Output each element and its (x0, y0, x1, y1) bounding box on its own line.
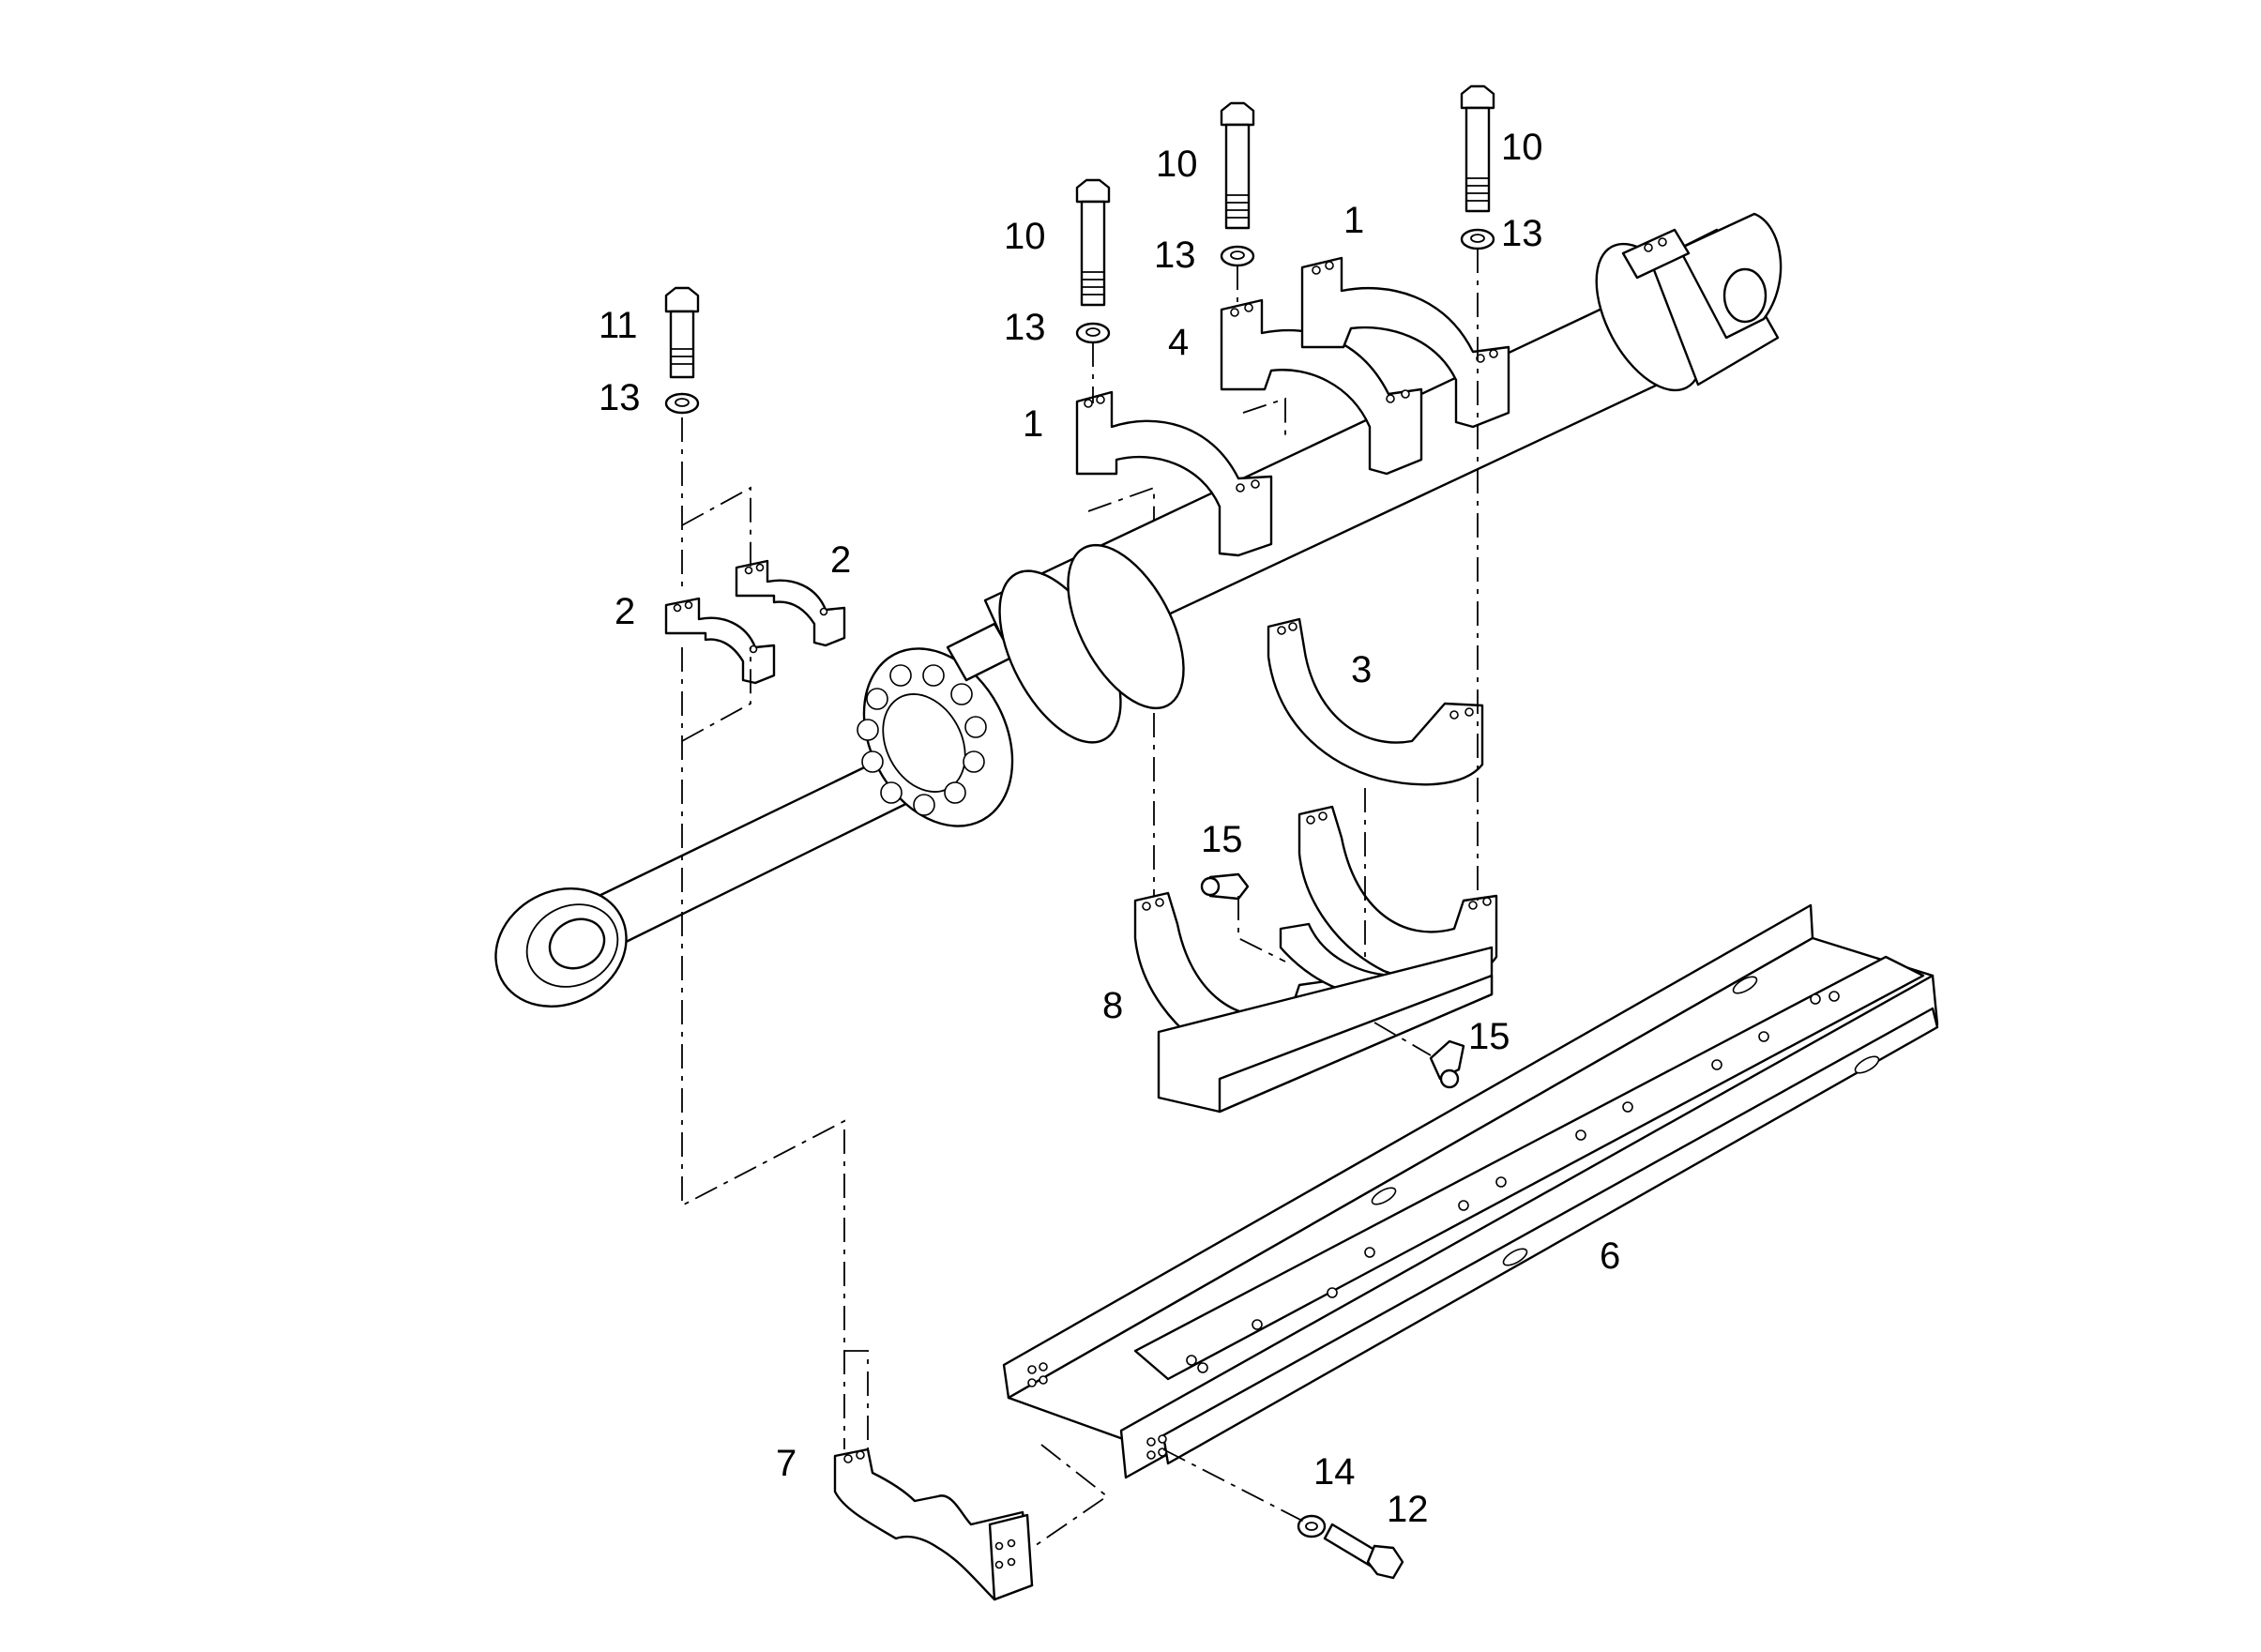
hydraulic-cylinder (494, 212, 1783, 1008)
callout-15-top: 15 (1201, 819, 1243, 860)
bolt-10-middle (1220, 101, 1255, 230)
grease-fitting-15-bottom (1429, 1039, 1465, 1089)
bolt-11 (664, 286, 700, 379)
callout-13-middle: 13 (1154, 235, 1196, 276)
clamp-half-4 (1220, 298, 1423, 476)
callout-2-right: 2 (830, 539, 851, 581)
bolt-12 (1323, 1523, 1404, 1580)
callout-13-left: 13 (1004, 307, 1046, 348)
bolt-10-right (1460, 84, 1495, 213)
clamp-half-1-left (1075, 390, 1273, 557)
callout-3: 3 (1351, 649, 1372, 690)
washer-14 (1297, 1514, 1327, 1538)
frame-6 (1002, 903, 1939, 1479)
callout-4: 4 (1168, 322, 1189, 363)
callout-15-bottom: 15 (1468, 1016, 1510, 1057)
bracket-7 (833, 1447, 1034, 1601)
clamp-half-3 (1267, 617, 1484, 786)
callout-10-middle: 10 (1156, 144, 1198, 185)
callout-14: 14 (1313, 1451, 1356, 1493)
callout-1-left: 1 (1023, 403, 1043, 445)
callout-13-right: 13 (1501, 213, 1543, 254)
callout-labels: 1 1 2 2 3 4 6 7 8 10 10 10 11 12 13 13 1… (599, 127, 1620, 1530)
small-clamp-2-back (735, 559, 846, 647)
callout-1-right: 1 (1343, 200, 1364, 241)
clamp-half-1-right (1300, 256, 1510, 429)
bolt-10-left (1075, 178, 1111, 307)
callout-11: 11 (599, 305, 638, 346)
small-clamp-2-front (664, 597, 776, 685)
callout-2-left: 2 (615, 591, 635, 632)
callout-6: 6 (1600, 1235, 1620, 1277)
callout-12: 12 (1387, 1489, 1429, 1530)
callout-10-left: 10 (1004, 216, 1046, 257)
assembly-lines (681, 249, 1479, 1549)
flange-bolts (857, 664, 987, 816)
saddle-block-8 (1133, 805, 1498, 1114)
grease-fitting-15-top (1200, 872, 1250, 901)
callout-8: 8 (1102, 985, 1123, 1026)
callout-10-right: 10 (1501, 127, 1543, 168)
callout-13-far-left: 13 (599, 377, 641, 418)
callout-7: 7 (776, 1443, 797, 1484)
